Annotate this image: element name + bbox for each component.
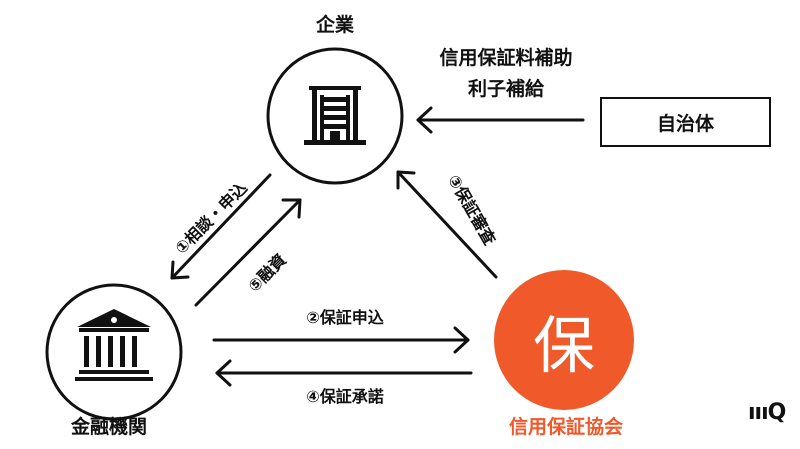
arrow-company-to-bank (170, 173, 272, 280)
guarantee-apply-label: ②保証申込 (306, 308, 384, 327)
arrow-bank-to-company (194, 198, 302, 307)
subsidy-label-line2: 利子補給 (467, 78, 545, 100)
subsidy-label-line1: 信用保証料補助 (439, 47, 573, 69)
guarantee-symbol: 保 (532, 309, 595, 382)
arrow-guarantee-to-company (396, 170, 498, 279)
arrow-bank-to-guarantee (212, 326, 470, 354)
arrow-municipality-to-company (416, 106, 585, 134)
logo: ıııQ (748, 400, 786, 425)
municipality-label: 自治体 (656, 112, 714, 135)
building-icon (304, 86, 366, 145)
bank-node (45, 283, 183, 421)
guarantee-consent-label: ④保証承諾 (306, 387, 384, 406)
municipality-box: 自治体 (600, 97, 771, 147)
logo-text: ıııQ (748, 400, 786, 425)
company-node (266, 47, 404, 185)
bank-label: 金融機関 (70, 416, 148, 438)
guarantee-label: 信用保証協会 (508, 416, 624, 438)
guarantee-node: 保 (494, 270, 634, 410)
bank-icon (75, 309, 153, 381)
company-label: 企業 (315, 14, 355, 36)
arrow-guarantee-to-bank (215, 359, 473, 387)
